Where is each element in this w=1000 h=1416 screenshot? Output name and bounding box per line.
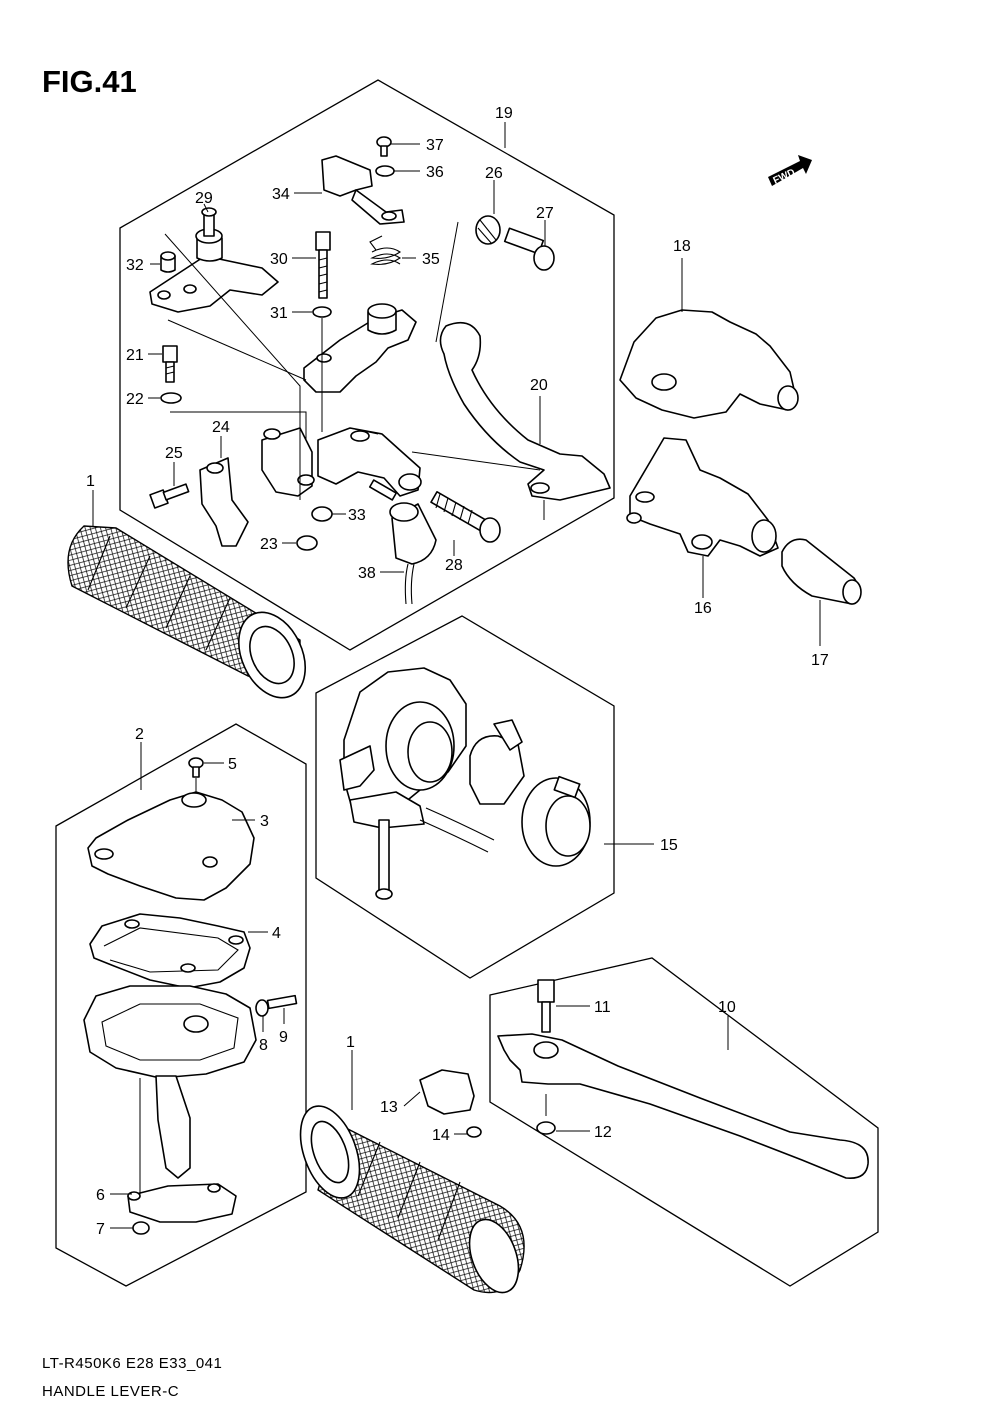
- part-4-gasket: [89, 913, 251, 989]
- part-25-bolt: [149, 483, 190, 509]
- part-11-bolt: [537, 979, 555, 1033]
- callout-21: 21: [126, 347, 144, 364]
- part-7-nut: [132, 1221, 150, 1235]
- part-18-cover: [619, 309, 799, 419]
- part-1-grip-upper: [67, 525, 306, 699]
- callout-32: 32: [126, 257, 144, 274]
- callout-2: 2: [135, 726, 144, 743]
- callout-23: 23: [260, 536, 278, 553]
- group-2-leaders: [139, 778, 197, 1196]
- part-38-switch: [368, 479, 437, 605]
- upper-leaders: [164, 221, 545, 520]
- callout-38: 38: [358, 565, 376, 582]
- frame-group-15: [315, 615, 615, 979]
- callout-37: 37: [426, 137, 444, 154]
- part-10-lever: [497, 1033, 869, 1180]
- part-lever-bracket: [317, 427, 422, 497]
- part-14-screw: [466, 1126, 482, 1138]
- callout-29: 29: [195, 190, 213, 207]
- callout-19: 19: [495, 105, 513, 122]
- part-27-adjuster: [503, 227, 555, 271]
- figure-title: FIG.41: [42, 64, 137, 99]
- callout-36: 36: [426, 164, 444, 181]
- part-31-washer: [312, 306, 332, 318]
- part-37-screw: [376, 136, 392, 157]
- part-1-grip-lower: [299, 1105, 525, 1294]
- callout-13: 13: [380, 1099, 398, 1116]
- part-throttle-housing: [83, 985, 257, 1223]
- callout-26: 26: [485, 165, 503, 182]
- callout-33: 33: [348, 507, 366, 524]
- part-24-clamp: [199, 427, 315, 547]
- part-16-lever-bracket: [626, 437, 779, 557]
- fwd-label: FWD: [772, 167, 797, 187]
- callout-8: 8: [259, 1037, 268, 1054]
- frame-group-10: [489, 957, 879, 1287]
- callout-6: 6: [96, 1187, 105, 1204]
- callout-3: 3: [260, 813, 269, 830]
- part-8-washer: [255, 999, 269, 1017]
- part-9-screw: [266, 994, 298, 1010]
- part-32-pin: [160, 251, 176, 273]
- diagram-name: HANDLE LEVER-C: [42, 1383, 179, 1400]
- callout-20: 20: [530, 377, 548, 394]
- part-21-bolt: [162, 345, 178, 383]
- forward-arrow-icon: FWD: [768, 155, 812, 187]
- part-13-switch: [419, 1069, 475, 1115]
- part-36-washer: [375, 165, 395, 177]
- callout-27: 27: [536, 205, 554, 222]
- part-28-adjuster: [430, 491, 501, 543]
- callout-16: 16: [694, 600, 712, 617]
- part-20-lever: [439, 321, 611, 501]
- part-5-screw: [188, 757, 204, 778]
- callout-15: 15: [660, 837, 678, 854]
- callout-9: 9: [279, 1029, 288, 1046]
- part-26-collar: [475, 215, 501, 245]
- frame-group-19: [119, 79, 615, 651]
- callout-22: 22: [126, 391, 144, 408]
- callout-17: 17: [811, 652, 829, 669]
- part-23-nut: [296, 535, 318, 551]
- callout-12: 12: [594, 1124, 612, 1141]
- part-34-plate: [321, 155, 405, 225]
- part-30-bolt: [315, 231, 331, 299]
- callout-1-upper: 1: [86, 473, 95, 490]
- callout-1-lower: 1: [346, 1034, 355, 1051]
- callout-30: 30: [270, 251, 288, 268]
- callout-35: 35: [422, 251, 440, 268]
- callout-18: 18: [673, 238, 691, 255]
- frame-group-2: [55, 723, 307, 1287]
- callout-7: 7: [96, 1221, 105, 1238]
- part-3-cover: [87, 791, 255, 901]
- part-housing-bracket: [303, 303, 417, 393]
- callout-5: 5: [228, 756, 237, 773]
- callout-25: 25: [165, 445, 183, 462]
- callout-24: 24: [212, 419, 230, 436]
- callout-31: 31: [270, 305, 288, 322]
- part-33-nut: [311, 506, 333, 522]
- callout-34: 34: [272, 186, 290, 203]
- callout-4: 4: [272, 925, 281, 942]
- part-35-spring: [369, 235, 401, 265]
- part-29-bracket: [149, 207, 279, 313]
- part-22-washer: [160, 392, 182, 404]
- part-15-switch-assembly: [339, 667, 591, 900]
- callout-11: 11: [594, 999, 611, 1016]
- callout-28: 28: [445, 557, 463, 574]
- callout-10: 10: [718, 999, 736, 1016]
- part-17-grip-end: [781, 538, 862, 605]
- callout-14: 14: [432, 1127, 450, 1144]
- callout-labels: 1 2 3 4 5 6 7 8 9 10 11 12 13: [86, 105, 829, 1238]
- model-code: LT-R450K6 E28 E33_041: [42, 1355, 222, 1372]
- part-12-nut: [536, 1121, 556, 1135]
